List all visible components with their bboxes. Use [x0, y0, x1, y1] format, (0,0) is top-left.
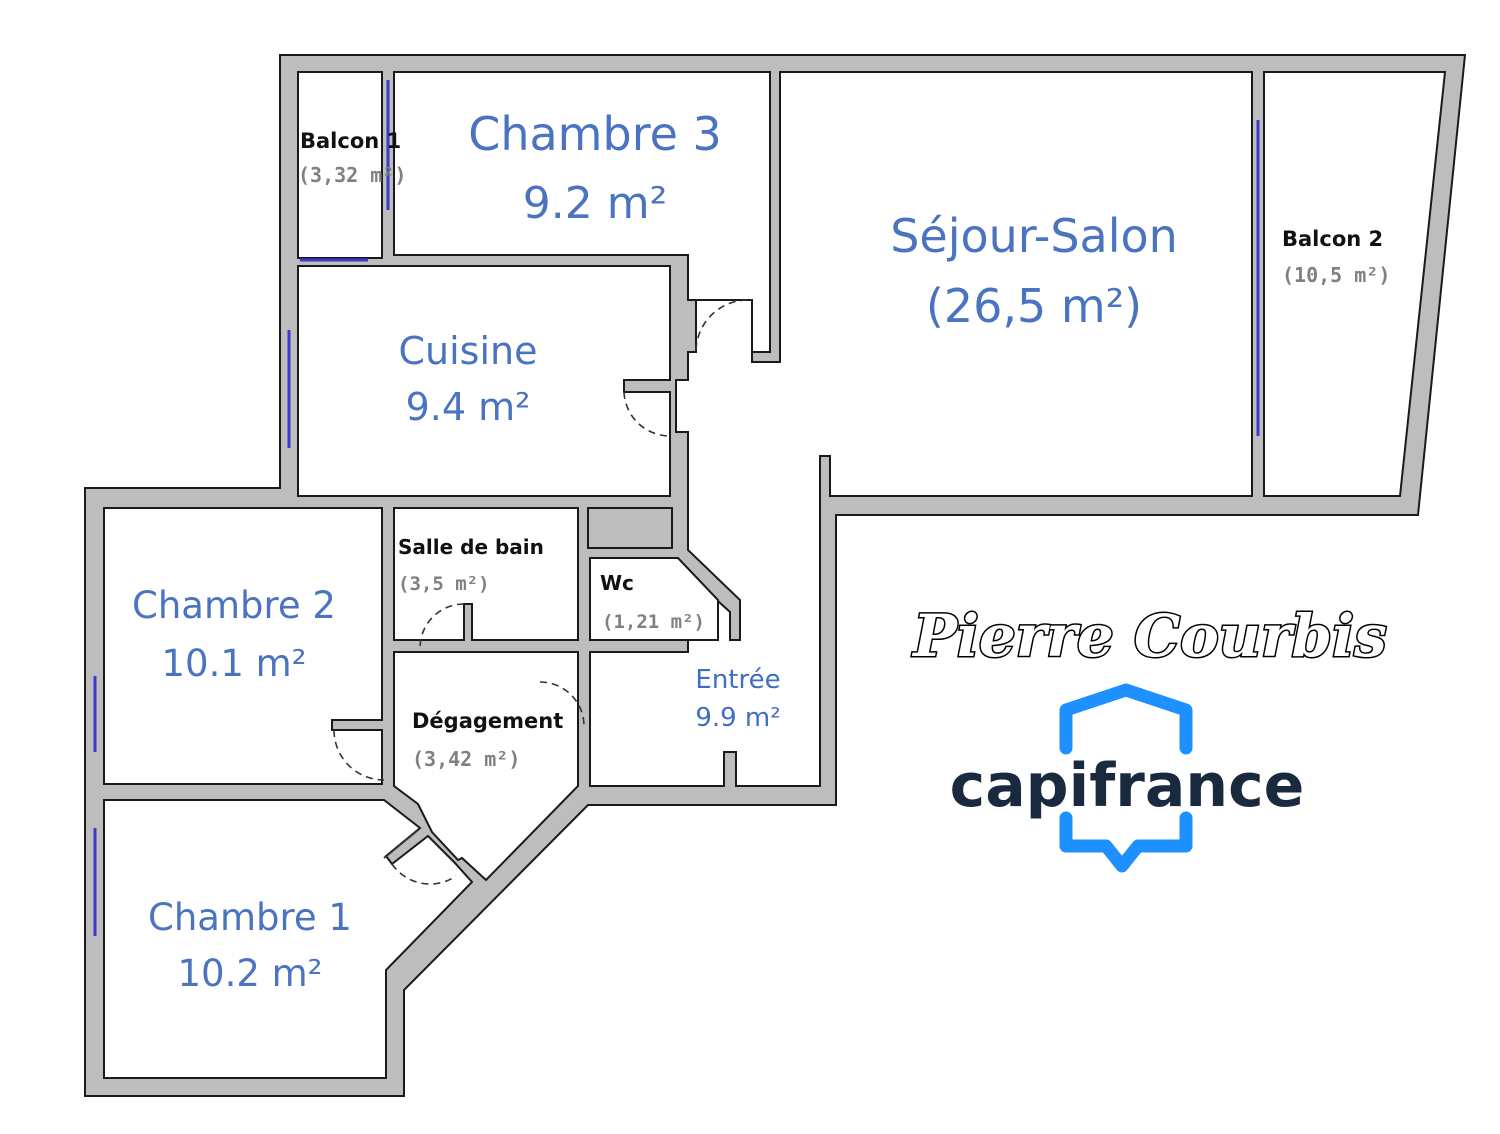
house-speech-bubble-icon — [1059, 683, 1193, 873]
balcon-1-name: Balcon 1 — [300, 129, 401, 153]
doors — [333, 299, 749, 885]
door-arc-chambre-2 — [333, 729, 385, 781]
floor-wc — [589, 557, 719, 641]
cuisine-area: 9.4 m² — [406, 385, 531, 429]
sejour-area: (26,5 m²) — [926, 279, 1142, 333]
entree-area: 9.9 m² — [695, 703, 780, 733]
floor-salle-de-bain — [393, 507, 579, 641]
chambre-1-area: 10.2 m² — [177, 952, 322, 995]
floor-cuisine — [297, 265, 671, 497]
chambre-2-name: Chambre 2 — [132, 584, 336, 627]
floor-balcon-1 — [297, 71, 383, 259]
chambre-1-name: Chambre 1 — [148, 896, 352, 939]
agent-signature: Pierre Courbis — [911, 602, 1387, 670]
room-labels: Chambre 3 9.2 m² Séjour-Salon (26,5 m²) … — [132, 107, 1390, 995]
door-arc-cuisine — [623, 391, 671, 437]
branding: Pierre Courbis capifrance — [910, 601, 1388, 873]
door-arc-chambre-3 — [695, 299, 749, 351]
door-arc-salle-de-bain — [419, 603, 465, 649]
floor-balcon-2 — [1263, 71, 1447, 497]
door-arc-chambre-1 — [391, 863, 457, 885]
floor-chambre-2 — [103, 507, 383, 785]
capifrance-logo: capifrance — [950, 751, 1305, 821]
balcon-1-area: (3,32 m²) — [298, 163, 406, 187]
floor-sejour-entree — [589, 71, 1253, 787]
windows — [93, 80, 1260, 936]
chambre-2-area: 10.1 m² — [161, 642, 306, 685]
salle-de-bain-name: Salle de bain — [398, 535, 544, 559]
wc-area: (1,21 m²) — [602, 611, 705, 633]
floor-chambre-1 — [103, 799, 474, 1079]
balcon-2-area: (10,5 m²) — [1282, 263, 1390, 287]
room-floors — [103, 71, 1447, 1079]
floor-degagement — [393, 651, 579, 882]
balcon-2-name: Balcon 2 — [1282, 227, 1383, 251]
degagement-area: (3,42 m²) — [412, 747, 520, 771]
entree-name: Entrée — [695, 665, 780, 695]
sejour-name: Séjour-Salon — [890, 209, 1178, 263]
door-leaf-chambre-1 — [383, 829, 419, 859]
salle-de-bain-area: (3,5 m²) — [398, 573, 490, 595]
cuisine-name: Cuisine — [399, 329, 538, 373]
wc-name: Wc — [600, 571, 634, 595]
degagement-name: Dégagement — [412, 709, 563, 733]
door-arc-wc — [539, 681, 585, 727]
chambre-3-name: Chambre 3 — [468, 107, 722, 161]
chambre-3-area: 9.2 m² — [523, 178, 667, 229]
technical-duct — [587, 507, 673, 549]
